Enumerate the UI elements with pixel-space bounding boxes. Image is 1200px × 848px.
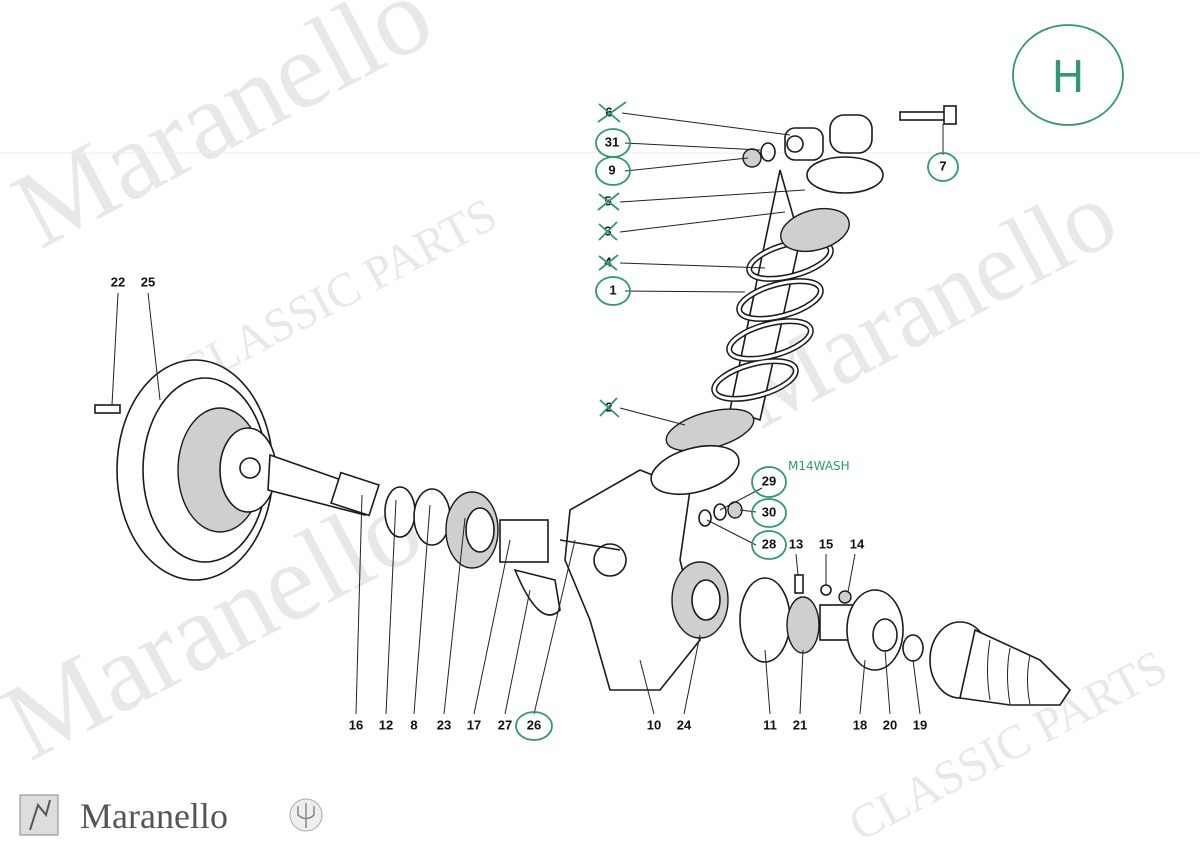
logo-text: Maranello bbox=[80, 796, 228, 836]
callout-23: 23 bbox=[437, 717, 451, 732]
bolt bbox=[899, 105, 957, 125]
callout-14: 14 bbox=[850, 536, 865, 551]
watermark-brand: Maranello bbox=[0, 0, 450, 271]
nut-small bbox=[838, 590, 852, 604]
callout-11: 11 bbox=[763, 717, 777, 732]
prancing-horse-icon bbox=[29, 799, 51, 831]
callout-10: 10 bbox=[647, 717, 661, 732]
callout-9: 9 bbox=[608, 162, 615, 177]
coil-spring-damper bbox=[650, 156, 884, 496]
nut bbox=[902, 634, 924, 662]
callout-17: 17 bbox=[467, 717, 481, 732]
stud bbox=[794, 574, 804, 594]
callout-29: 29 bbox=[762, 473, 776, 488]
hub-carrier bbox=[559, 469, 729, 691]
callout-27: 27 bbox=[498, 717, 512, 732]
callout-18: 18 bbox=[853, 717, 867, 732]
callout-22: 22 bbox=[111, 274, 125, 289]
wheel-stud bbox=[94, 404, 121, 414]
callout-28: 28 bbox=[762, 536, 776, 551]
lock-washer bbox=[820, 584, 832, 596]
drive-shaft bbox=[267, 453, 380, 517]
callout-8: 8 bbox=[410, 717, 417, 732]
callout-30: 30 bbox=[762, 504, 776, 519]
callout-25: 25 bbox=[141, 274, 155, 289]
spacer-ring bbox=[413, 488, 451, 546]
spacer-sleeve bbox=[499, 519, 549, 563]
cv-boot bbox=[929, 621, 1072, 706]
washers bbox=[698, 501, 743, 527]
callout-19: 19 bbox=[913, 717, 927, 732]
callout-26: 26 bbox=[527, 717, 541, 732]
upper-mount-bush bbox=[742, 114, 873, 168]
callout-12: 12 bbox=[379, 717, 393, 732]
leader-lines bbox=[111, 112, 944, 715]
note-m14-wash: M14WASH bbox=[788, 459, 850, 473]
handwritten-annotations: M14WASH H bbox=[515, 24, 1124, 741]
drive-flange bbox=[819, 589, 904, 671]
dust-shield bbox=[513, 568, 561, 616]
callout-31: 31 bbox=[605, 134, 619, 149]
brake-disc bbox=[116, 359, 277, 581]
page-mark: H bbox=[1051, 52, 1084, 103]
maranello-logo: Maranello bbox=[19, 794, 323, 836]
callout-13: 13 bbox=[789, 536, 803, 551]
callouts: 6 31 9 5 3 4 1 2 7 29 30 28 13 15 14 22 … bbox=[111, 104, 947, 732]
seal-ring bbox=[384, 486, 416, 538]
callout-15: 15 bbox=[819, 536, 833, 551]
callout-16: 16 bbox=[349, 717, 363, 732]
callout-1: 1 bbox=[609, 282, 616, 297]
callout-20: 20 bbox=[883, 717, 897, 732]
oil-seal bbox=[786, 596, 820, 654]
callout-24: 24 bbox=[677, 717, 692, 732]
flange-plate bbox=[739, 577, 791, 663]
callout-21: 21 bbox=[793, 717, 807, 732]
callout-7: 7 bbox=[939, 158, 946, 173]
